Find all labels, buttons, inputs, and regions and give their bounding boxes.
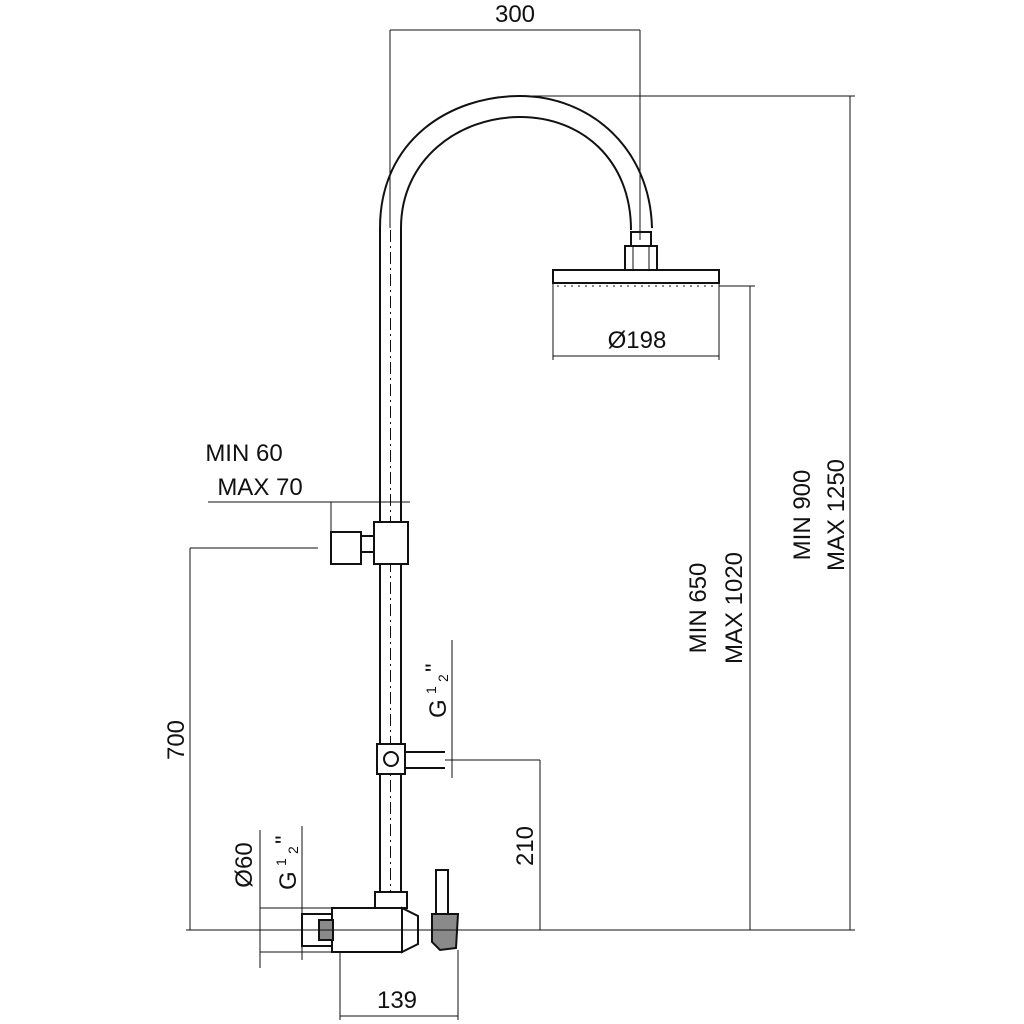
shower-column xyxy=(301,94,720,954)
thread-lower-g: G xyxy=(275,871,302,890)
total-min-label: MIN 900 xyxy=(789,470,816,561)
dimension-bracket-height xyxy=(189,547,318,930)
thread-lower-denominator: 2 xyxy=(285,846,301,854)
gooseneck-arm xyxy=(379,94,653,231)
riser-pipe xyxy=(379,228,402,930)
dimension-labels: 300 Ø198 MIN 60 MAX 70 700 G 1 2 " 210 Ø… xyxy=(163,1,850,1014)
thread-upper-numerator: 1 xyxy=(423,686,439,694)
dimension-total-height xyxy=(520,95,855,930)
bracket-height-label: 700 xyxy=(163,720,190,760)
dimension-head-diameter xyxy=(552,283,720,360)
valve-lever xyxy=(431,869,460,952)
valve-depth-label: 139 xyxy=(377,987,417,1014)
dimension-arm-reach xyxy=(389,29,641,240)
dimension-lines xyxy=(186,29,855,1020)
thread-lower-quote: " xyxy=(271,835,298,844)
thread-upper-denominator: 2 xyxy=(435,674,451,682)
dimension-flange-diameter xyxy=(259,830,332,968)
dimension-bracket-offset xyxy=(208,490,410,532)
pipe-nut xyxy=(374,891,408,909)
total-max-label: MAX 1250 xyxy=(823,459,850,571)
thread-upper-g: G xyxy=(425,699,452,718)
arm-reach-label: 300 xyxy=(495,1,535,28)
thread-lower-label: G 1 2 " xyxy=(271,835,302,890)
outlet-clamp xyxy=(376,743,445,775)
outlet-height-label: 210 xyxy=(512,826,539,866)
head-min-label: MIN 650 xyxy=(685,563,712,654)
dimension-outlet-height xyxy=(445,759,541,930)
dimension-head-height xyxy=(719,285,755,930)
bracket-min-label: MIN 60 xyxy=(205,440,282,467)
bracket-max-label: MAX 70 xyxy=(217,474,302,501)
thread-upper-label: G 1 2 " xyxy=(421,663,452,718)
shower-head xyxy=(552,269,720,287)
thread-upper-quote: " xyxy=(421,663,448,672)
dimension-valve-depth xyxy=(339,950,459,1020)
head-diameter-label: Ø198 xyxy=(608,327,667,354)
wall-bracket xyxy=(330,521,409,565)
arm-connector xyxy=(624,231,658,271)
head-max-label: MAX 1020 xyxy=(721,552,748,664)
thread-lower-numerator: 1 xyxy=(273,858,289,866)
flange-diameter-label: Ø60 xyxy=(231,842,258,887)
